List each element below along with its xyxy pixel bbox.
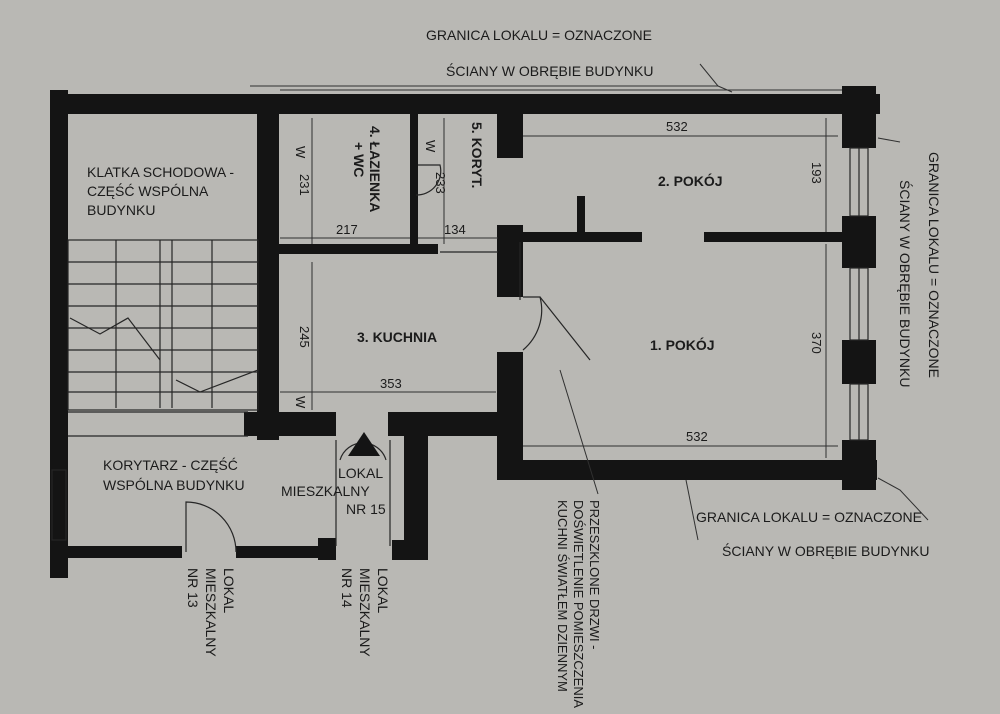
dim-kitchen-depth: 245 <box>297 326 312 348</box>
nr13-line2: MIESZKALNY <box>203 568 219 657</box>
bath-bottom <box>278 244 438 254</box>
nr14-line3: NR 14 <box>339 568 355 608</box>
walls <box>50 86 880 578</box>
fine-lines <box>51 63 929 553</box>
dim-bathroom-width: 217 <box>336 222 358 237</box>
nr13-line1: LOKAL <box>221 568 237 613</box>
dim-bathroom-depth: 231 <box>297 174 312 196</box>
glazed-note-line3: KUCHNI ŚWIATŁEM DZIENNYM <box>555 500 570 692</box>
right-boundary-line1: GRANICA LOKALU = OZNACZONE <box>926 152 942 378</box>
room-partition-left <box>520 232 642 242</box>
room1-label: 1. POKÓJ <box>650 336 715 353</box>
nr15-line3: NR 15 <box>346 501 386 517</box>
kitchen-label: 3. KUCHNIA <box>357 329 437 345</box>
room-partition-right <box>704 232 844 242</box>
nr15-line1: LOKAL <box>338 465 383 481</box>
nr15-line2: MIESZKALNY <box>281 483 370 499</box>
dim-corridor-width: 134 <box>444 222 466 237</box>
corridor-bottom-right <box>392 540 428 560</box>
dim-corridor-depth: 233 <box>433 172 448 194</box>
vent-mark-1: W <box>293 146 308 159</box>
entrance-arrow-icon <box>348 432 380 456</box>
right-wall-mid <box>842 216 876 268</box>
top-boundary-line2: ŚCIANY W OBRĘBIE BUDYNKU <box>446 62 653 79</box>
bath-corr-partition <box>410 112 418 252</box>
bottom-boundary-line2: ŚCIANY W OBRĘBIE BUDYNKU <box>722 542 929 559</box>
bathroom-label-line2: + WC <box>351 142 367 177</box>
bottom-boundary-line1: GRANICA LOKALU = OZNACZONE <box>696 509 922 525</box>
glazed-note-line2: DOŚWIETLENIE POMIESZCZENIA <box>571 500 586 708</box>
corridor-bottom-jamb <box>318 538 336 560</box>
bathroom-label-line1: 4. ŁAZIENKA <box>367 126 383 212</box>
right-wall-top <box>842 86 876 148</box>
stairs-label-line3: BUDYNKU <box>87 202 155 218</box>
bottom-wall <box>497 460 877 480</box>
corridor-pillar <box>497 225 523 297</box>
dim-room2-depth: 193 <box>809 162 824 184</box>
entry-right-wall <box>404 430 428 560</box>
corridor-pillar-top <box>497 110 523 158</box>
dim-room1-depth: 370 <box>809 332 824 354</box>
top-boundary-line1: GRANICA LOKALU = OZNACZONE <box>426 27 652 43</box>
vent-mark-2: W <box>293 396 308 409</box>
dim-room2-width: 532 <box>666 119 688 134</box>
stairs-label-line2: CZĘŚĆ WSPÓLNA <box>87 182 209 199</box>
corridor-door-nr13 <box>185 501 237 553</box>
corridor-common-line1: KORYTARZ - CZĘŚĆ <box>103 456 238 473</box>
room2-stub <box>577 196 585 236</box>
dim-kitchen-width: 353 <box>380 376 402 391</box>
glazed-note-line1: PRZESZKLONE DRZWI - <box>587 500 602 650</box>
nr14-line1: LOKAL <box>375 568 391 613</box>
nr13-line3: NR 13 <box>185 568 201 608</box>
bathroom-door <box>415 164 442 196</box>
corridor-common-line2: WSPÓLNA BUDYNKU <box>103 477 245 493</box>
glazed-door <box>522 296 543 351</box>
dim-room1-width: 532 <box>686 429 708 444</box>
corridor-bottom-mid <box>236 546 332 558</box>
stairs-label-line1: KLATKA SCHODOWA - <box>87 164 234 180</box>
dimension-lines <box>280 118 838 458</box>
right-boundary-line2: ŚCIANY W OBRĘBIE BUDYNKU <box>897 180 914 387</box>
left-building-wall <box>50 90 68 578</box>
top-wall <box>50 94 880 114</box>
vent-mark-3: W <box>423 140 438 153</box>
room2-label: 2. POKÓJ <box>658 172 723 189</box>
nr14-line2: MIESZKALNY <box>357 568 373 657</box>
corridor-bottom-left <box>62 546 182 558</box>
staircase <box>67 239 259 411</box>
right-wall-mid2 <box>842 340 876 384</box>
window-corridor <box>51 469 67 541</box>
kitchen-right-wall <box>497 352 523 480</box>
kitchen-bottom-left <box>244 412 336 436</box>
corridor-label: 5. KORYT. <box>469 122 485 188</box>
stair-wall <box>257 108 279 440</box>
